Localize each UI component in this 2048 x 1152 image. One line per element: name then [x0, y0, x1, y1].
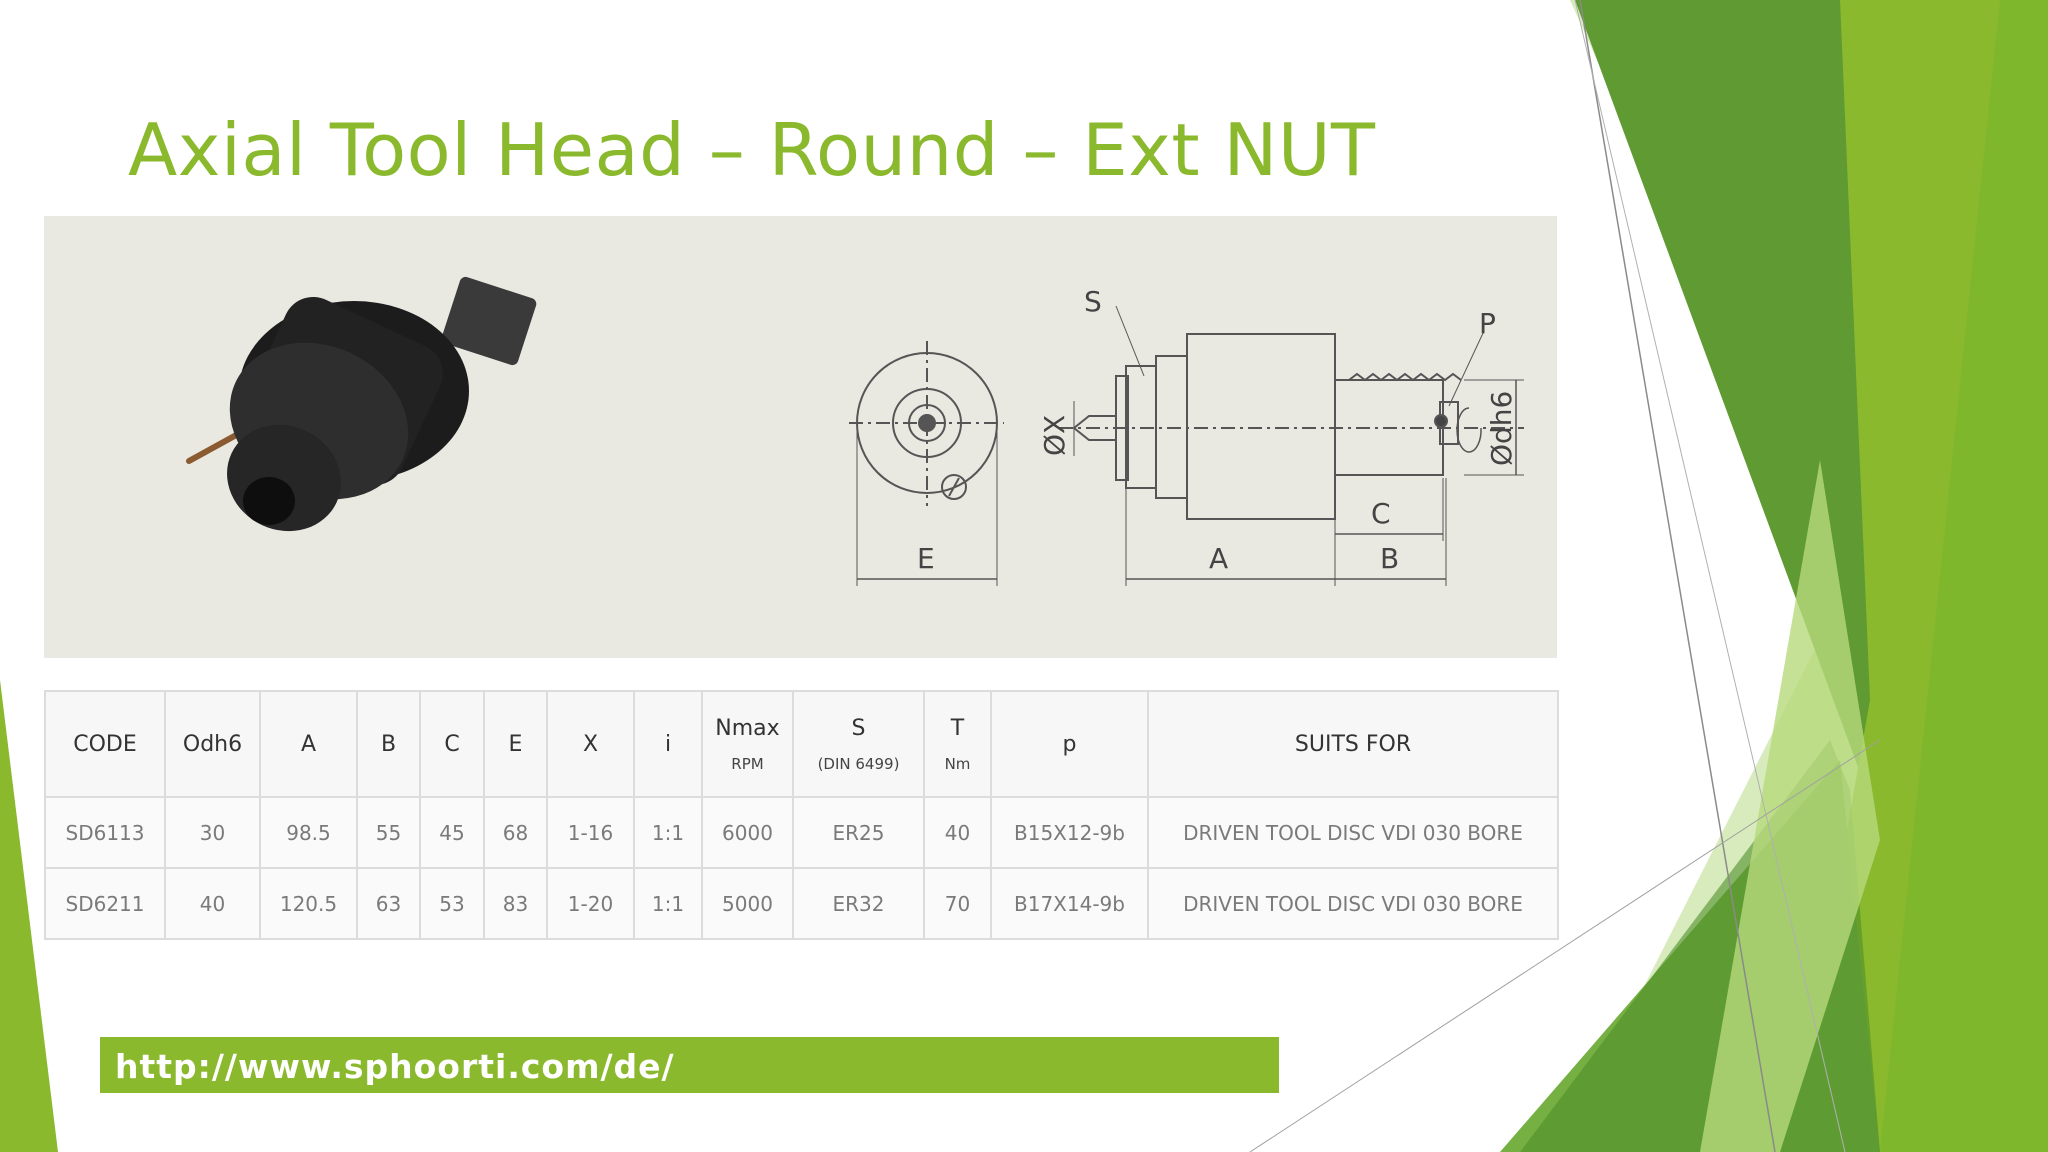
deco-facet-left	[0, 680, 58, 1152]
header-a: A	[259, 690, 358, 798]
label-c: C	[1371, 497, 1391, 530]
deco-line-2	[1574, 0, 1846, 1152]
deco-line-3	[1249, 739, 1881, 1152]
header-c: C	[419, 690, 485, 798]
header-x: X	[546, 690, 635, 798]
product-figure-panel: S P E A B C ØX Ødh6	[44, 216, 1557, 658]
header-e: E	[483, 690, 548, 798]
label-ox: ØX	[1038, 415, 1071, 456]
side-view-drawing	[1059, 305, 1524, 586]
deco-line-1	[1579, 0, 1776, 1152]
label-e: E	[917, 542, 935, 575]
header-b: B	[356, 690, 421, 798]
label-odh6: Ødh6	[1485, 391, 1518, 466]
slide-title: Axial Tool Head – Round – Ext NUT	[128, 108, 1376, 192]
header-code: CODE	[44, 690, 166, 798]
header-suits-for: SUITS FOR	[1147, 690, 1559, 798]
header-odh6: Odh6	[164, 690, 261, 798]
label-b: B	[1380, 542, 1399, 575]
deco-facet-right	[1880, 0, 2048, 1152]
header-p: p	[990, 690, 1149, 798]
url-link[interactable]: http://www.sphoorti.com/de/	[115, 1047, 675, 1086]
label-s: S	[1084, 285, 1102, 318]
tool-head-collet-bore	[243, 477, 295, 525]
tool-head-rear-shank	[441, 276, 537, 366]
label-p: P	[1479, 307, 1496, 340]
url-banner[interactable]: http://www.sphoorti.com/de/	[100, 1037, 1279, 1093]
tool-head-photo	[186, 276, 537, 532]
header-i: i	[633, 690, 703, 798]
front-view-drawing	[849, 341, 1004, 586]
label-a: A	[1209, 542, 1228, 575]
header-s: S(DIN 6499)	[792, 690, 925, 798]
